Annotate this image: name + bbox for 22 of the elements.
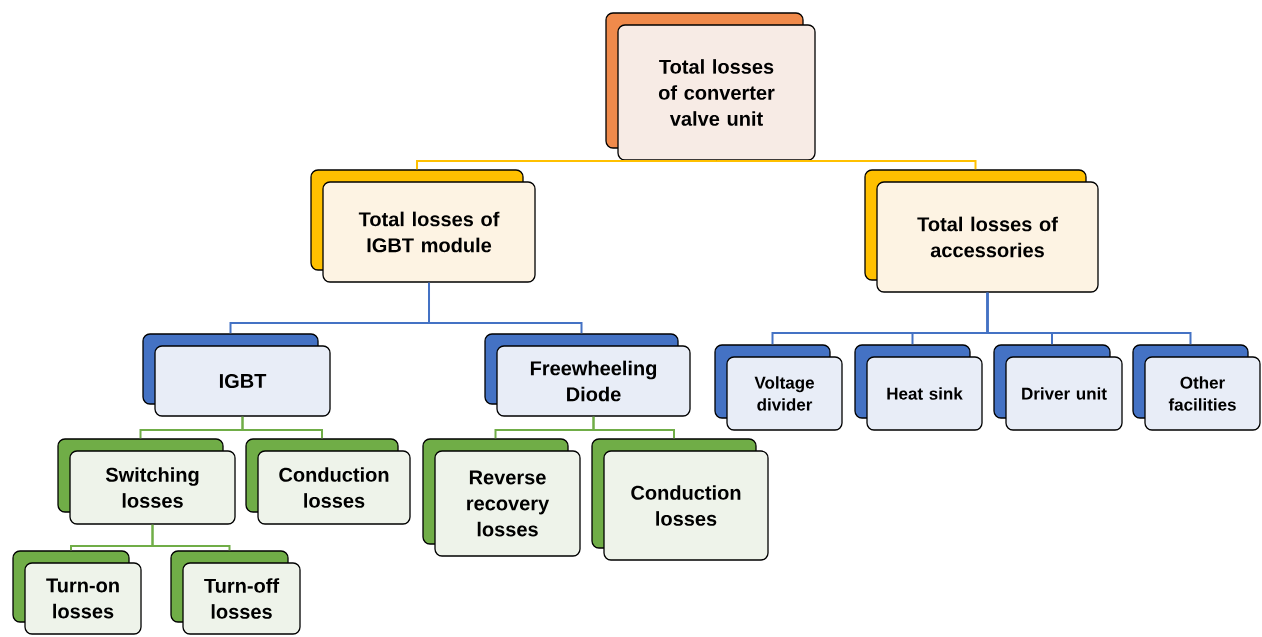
connector-line <box>428 281 583 335</box>
connector-line <box>986 291 1192 346</box>
process-box: IGBT <box>142 333 331 417</box>
process-box: Driver unit <box>993 344 1123 431</box>
process-box: Conduction losses <box>591 438 769 561</box>
connector-line <box>592 415 675 440</box>
connector-line <box>416 159 718 171</box>
process-box: Reverse recovery losses <box>422 438 581 557</box>
process-box: Turn-off losses <box>170 550 301 635</box>
process-box: Conduction losses <box>245 438 411 525</box>
connector-line <box>241 415 323 440</box>
process-box: Turn-on losses <box>12 550 142 635</box>
process-box: Switching losses <box>57 438 236 525</box>
process-box: Total losses of accessories <box>864 169 1099 293</box>
process-box: Freewheeling Diode <box>484 333 691 417</box>
process-box: Total losses of converter valve unit <box>605 12 816 161</box>
process-box: Voltage divider <box>714 344 843 431</box>
connector-line <box>715 159 977 171</box>
process-box: Other facilities <box>1132 344 1261 431</box>
connector-line <box>151 523 231 552</box>
process-box: Total losses of IGBT module <box>310 169 536 283</box>
process-box: Heat sink <box>854 344 983 431</box>
